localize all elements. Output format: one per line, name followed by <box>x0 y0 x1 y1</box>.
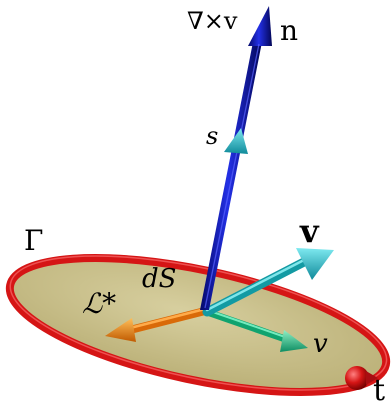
normal-arrow <box>200 6 272 310</box>
ds-label: dS <box>142 264 176 294</box>
l-star-arrowhead <box>105 318 136 342</box>
s-label: s <box>206 122 218 150</box>
normal-arrowhead <box>248 6 272 46</box>
normal-label: n <box>280 14 298 47</box>
v-small-arrowhead <box>280 330 308 352</box>
s-arrowhead <box>224 128 248 154</box>
v-arrowhead <box>296 248 334 280</box>
s-arrow <box>224 128 248 154</box>
tangent-ball-t <box>345 366 369 390</box>
surface-disk <box>5 254 391 396</box>
gamma-label: Γ <box>24 224 43 257</box>
tangent-ball-cap <box>366 371 378 385</box>
v-italic-label: v <box>313 329 328 359</box>
v-arrow <box>202 248 334 317</box>
surface-fill <box>9 258 387 392</box>
l-star-arrow <box>105 307 209 342</box>
v-small-arrow <box>203 308 308 352</box>
t-label: t <box>373 373 385 407</box>
l-star-label: ℒ* <box>82 287 116 320</box>
v-bold-label: v <box>299 212 320 250</box>
curl-label: ∇×v <box>187 7 238 35</box>
